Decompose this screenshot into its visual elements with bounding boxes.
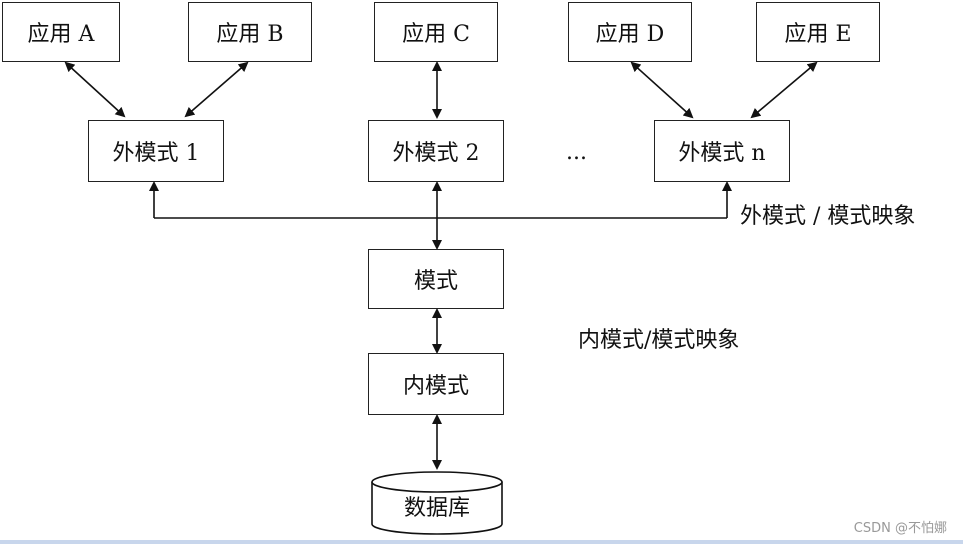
schema-box: 模式 bbox=[368, 249, 504, 309]
database-label: 数据库 bbox=[403, 496, 470, 521]
schema-label: 模式 bbox=[413, 269, 458, 294]
arrow-app-a-ext1 bbox=[64, 61, 126, 118]
internal-schema-label: 内模式 bbox=[402, 374, 469, 399]
external-schema-1-box: 外模式 1 bbox=[88, 120, 224, 182]
app-e-box: 应用 E bbox=[756, 2, 880, 62]
app-c-label: 应用 C bbox=[402, 22, 470, 47]
external-schema-1-label: 外模式 1 bbox=[112, 141, 200, 166]
app-b-box: 应用 B bbox=[188, 2, 312, 62]
external-schema-2-box: 外模式 2 bbox=[368, 120, 504, 182]
arrow-app-d-extn bbox=[630, 61, 694, 119]
arrow-app-e-extn bbox=[750, 61, 818, 119]
bottom-border bbox=[0, 540, 963, 544]
external-schema-n-box: 外模式 n bbox=[654, 120, 790, 182]
watermark: CSDN @不怕娜 bbox=[853, 521, 947, 536]
ellipsis-label: ... bbox=[566, 140, 587, 165]
external-schema-n-label: 外模式 n bbox=[678, 141, 766, 166]
app-b-label: 应用 B bbox=[216, 22, 284, 47]
app-d-box: 应用 D bbox=[568, 2, 692, 62]
external-mapping-label: 外模式 / 模式映象 bbox=[740, 204, 916, 229]
app-d-label: 应用 D bbox=[595, 22, 665, 47]
internal-mapping-label: 内模式/模式映象 bbox=[578, 328, 740, 353]
internal-schema-box: 内模式 bbox=[368, 353, 504, 415]
database-cylinder bbox=[371, 471, 503, 535]
app-e-label: 应用 E bbox=[784, 22, 852, 47]
app-c-box: 应用 C bbox=[374, 2, 498, 62]
app-a-label: 应用 A bbox=[27, 22, 95, 47]
external-schema-2-label: 外模式 2 bbox=[392, 141, 480, 166]
arrow-app-b-ext1 bbox=[184, 61, 249, 118]
app-a-box: 应用 A bbox=[2, 2, 120, 62]
